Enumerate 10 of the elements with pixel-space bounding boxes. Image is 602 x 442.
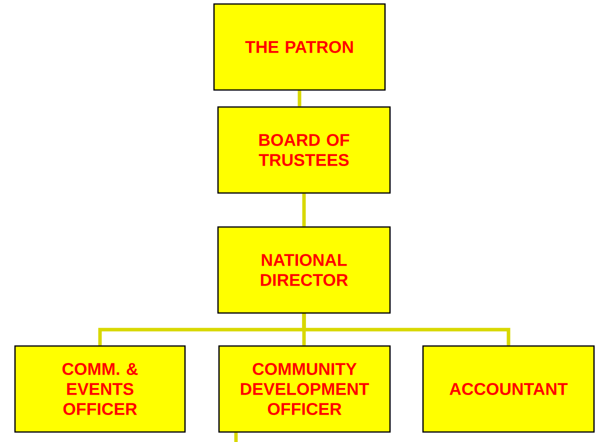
org-box: THE PATRON (213, 3, 386, 91)
connector-line (234, 432, 238, 442)
org-box: COMM. & EVENTS OFFICER (14, 345, 186, 433)
org-box: ACCOUNTANT (422, 345, 595, 433)
connector-line (302, 194, 306, 226)
connector-line (302, 314, 510, 346)
connector-line (298, 90, 302, 106)
org-box: COMMUNITY DEVELOPMENT OFFICER (218, 345, 391, 433)
org-box: NATIONAL DIRECTOR (217, 226, 391, 314)
org-box: BOARD OF TRUSTEES (217, 106, 391, 194)
